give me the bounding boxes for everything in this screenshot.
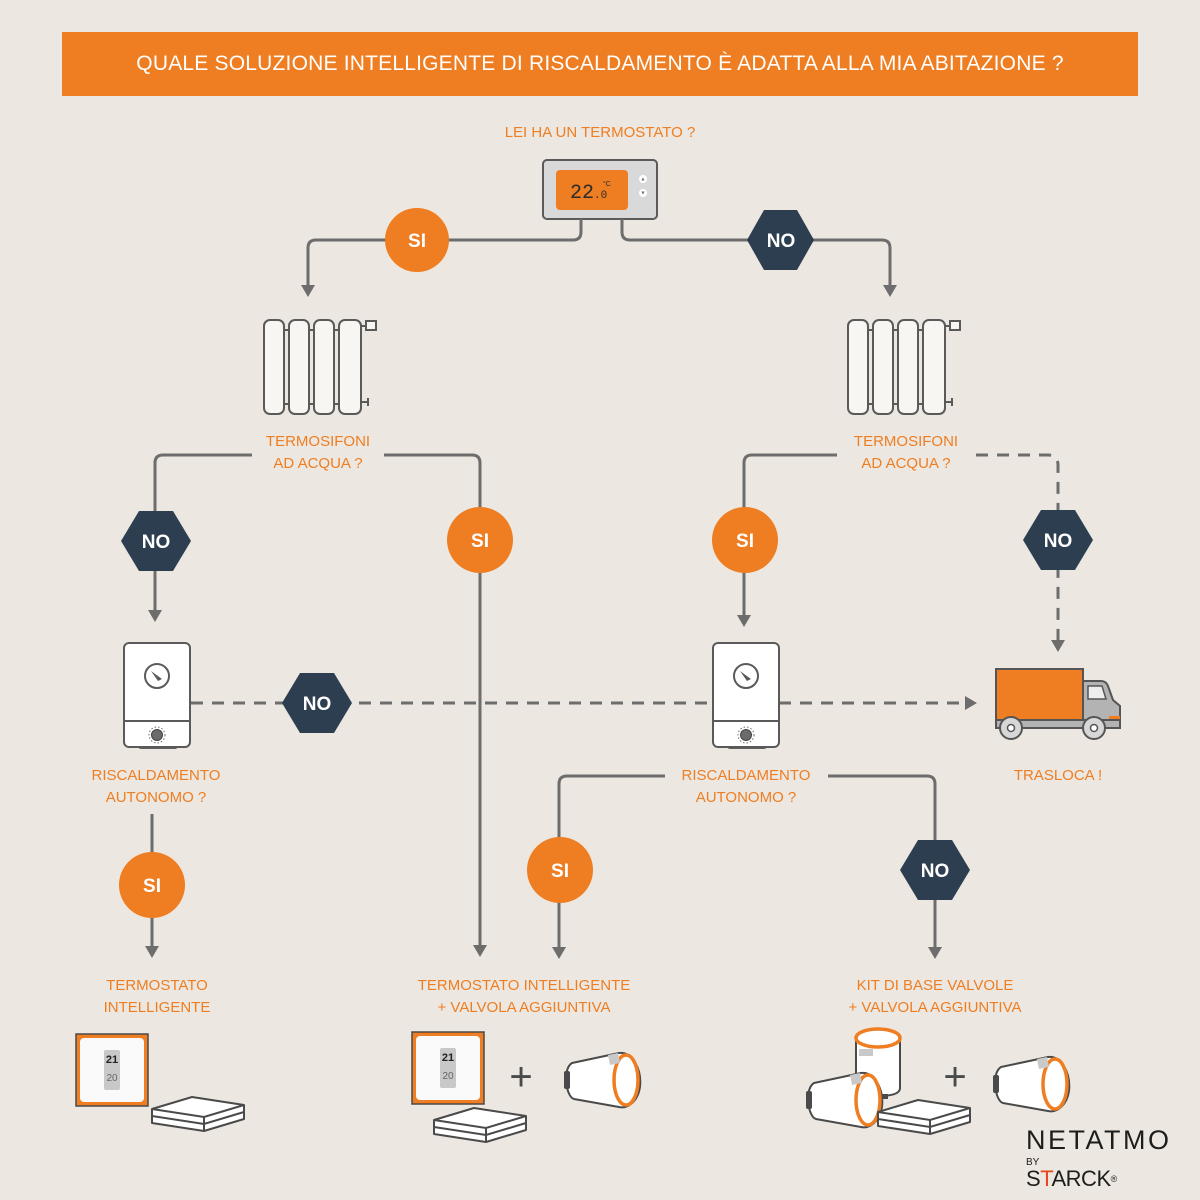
outcome-line: + VALVOLA AGGIUNTIVA bbox=[437, 999, 611, 1016]
logo-starck: STARCK® bbox=[1026, 1168, 1172, 1190]
logo-by: BY bbox=[1026, 1157, 1040, 1168]
yes-badge: SI bbox=[712, 507, 778, 573]
badge-label: NO bbox=[1044, 531, 1073, 552]
page-title: QUALE SOLUZIONE INTELLIGENTE DI RISCALDA… bbox=[136, 52, 1064, 75]
smart-valve-icon bbox=[562, 1051, 643, 1110]
radiator-icon bbox=[263, 319, 377, 415]
thermostat-temp: 22 bbox=[570, 182, 594, 205]
relay-box-icon bbox=[433, 1107, 527, 1143]
display-bottom: 20 bbox=[442, 1071, 454, 1082]
thermostat-icon: 22 .0 °C bbox=[542, 159, 658, 220]
outcome-line: INTELLIGENTE bbox=[103, 999, 211, 1016]
outcome-thermostat-plus-valve: TERMOSTATO INTELLIGENTE + VALVOLA AGGIUN… bbox=[394, 975, 654, 1019]
logo-brand: NETATMO bbox=[1026, 1125, 1172, 1155]
outcome-move: TRASLOCA ! bbox=[958, 765, 1158, 787]
badge-label: SI bbox=[471, 531, 489, 552]
display-bottom: 20 bbox=[106, 1073, 118, 1084]
outcome-line: KIT DI BASE VALVOLE bbox=[856, 977, 1014, 994]
question-line: RISCALDAMENTO bbox=[681, 767, 811, 784]
no-badge: NO bbox=[282, 673, 352, 733]
netatmo-logo: NETATMO BY STARCK® bbox=[1026, 1125, 1172, 1190]
smart-valve-icon bbox=[991, 1055, 1072, 1114]
question-autonomous-right: RISCALDAMENTO AUTONOMO ? bbox=[646, 765, 846, 809]
question-line: AUTONOMO ? bbox=[695, 789, 797, 806]
question-radiators-right: TERMOSIFONI AD ACQUA ? bbox=[806, 431, 1006, 475]
no-badge: NO bbox=[900, 840, 970, 900]
question-line: AD ACQUA ? bbox=[861, 455, 951, 472]
question-radiators-left: TERMOSIFONI AD ACQUA ? bbox=[218, 431, 418, 475]
display-top: 21 bbox=[106, 1054, 118, 1066]
yes-badge: SI bbox=[527, 837, 593, 903]
question-autonomous-left: RISCALDAMENTO AUTONOMO ? bbox=[56, 765, 256, 809]
plus-sign: + bbox=[509, 1055, 532, 1099]
yes-badge: SI bbox=[119, 852, 185, 918]
question-line: AD ACQUA ? bbox=[273, 455, 363, 472]
logo-starck-t: T bbox=[1040, 1166, 1052, 1191]
badge-label: SI bbox=[551, 861, 569, 882]
badge-label: NO bbox=[303, 694, 332, 715]
thermostat-unit: °C bbox=[603, 180, 611, 188]
question-line: RISCALDAMENTO bbox=[91, 767, 221, 784]
smart-valve-icon bbox=[804, 1071, 885, 1130]
badge-label: SI bbox=[408, 231, 426, 252]
question-line: TERMOSIFONI bbox=[265, 433, 371, 450]
relay-box-icon bbox=[151, 1096, 245, 1132]
root-question: LEI HA UN TERMOSTATO ? bbox=[450, 122, 750, 144]
logo-starck-rest: ARCK bbox=[1051, 1166, 1112, 1191]
outcome-line: TERMOSTATO bbox=[106, 977, 208, 994]
boiler-icon bbox=[712, 642, 780, 750]
outcome-smart-thermostat: TERMOSTATO INTELLIGENTE bbox=[57, 975, 257, 1019]
no-badge: NO bbox=[747, 210, 814, 270]
logo-starck-s: S bbox=[1026, 1166, 1041, 1191]
yes-badge: SI bbox=[447, 507, 513, 573]
badge-label: NO bbox=[767, 231, 796, 252]
logo-registered: ® bbox=[1110, 1174, 1118, 1184]
outcome-line: TERMOSTATO INTELLIGENTE bbox=[417, 977, 631, 994]
arrowheads bbox=[145, 285, 1065, 959]
thermostat-decimal: .0 bbox=[594, 190, 607, 202]
truck-icon bbox=[995, 668, 1121, 740]
question-line: TERMOSIFONI bbox=[853, 433, 959, 450]
thermostat-plus-valve-product: 21 20 + bbox=[411, 1031, 643, 1143]
title-banner: QUALE SOLUZIONE INTELLIGENTE DI RISCALDA… bbox=[62, 32, 1138, 96]
badge-label: SI bbox=[143, 876, 161, 897]
dashed-connectors bbox=[191, 453, 1060, 705]
yes-badge: SI bbox=[385, 208, 449, 272]
smart-thermostat-product: 21 20 bbox=[75, 1033, 245, 1132]
radiator-icon bbox=[847, 319, 961, 415]
plus-sign: + bbox=[943, 1055, 966, 1099]
outcome-line: + VALVOLA AGGIUNTIVA bbox=[848, 999, 1022, 1016]
display-top: 21 bbox=[442, 1052, 454, 1064]
outcome-move-text: TRASLOCA ! bbox=[1013, 767, 1103, 784]
badge-label: NO bbox=[142, 532, 171, 553]
smart-thermostat-icon bbox=[75, 1033, 149, 1107]
question-line: AUTONOMO ? bbox=[105, 789, 207, 806]
no-badge: NO bbox=[1023, 510, 1093, 570]
smart-thermostat-icon bbox=[411, 1031, 485, 1105]
root-question-text: LEI HA UN TERMOSTATO ? bbox=[504, 124, 696, 141]
valves-kit-product: + bbox=[804, 1027, 1072, 1135]
boiler-icon bbox=[123, 642, 191, 750]
no-badge: NO bbox=[121, 511, 191, 571]
outcome-valves-kit: KIT DI BASE VALVOLE + VALVOLA AGGIUNTIVA bbox=[805, 975, 1065, 1019]
badge-label: NO bbox=[921, 861, 950, 882]
badge-label: SI bbox=[736, 531, 754, 552]
relay-box-icon bbox=[877, 1099, 971, 1135]
